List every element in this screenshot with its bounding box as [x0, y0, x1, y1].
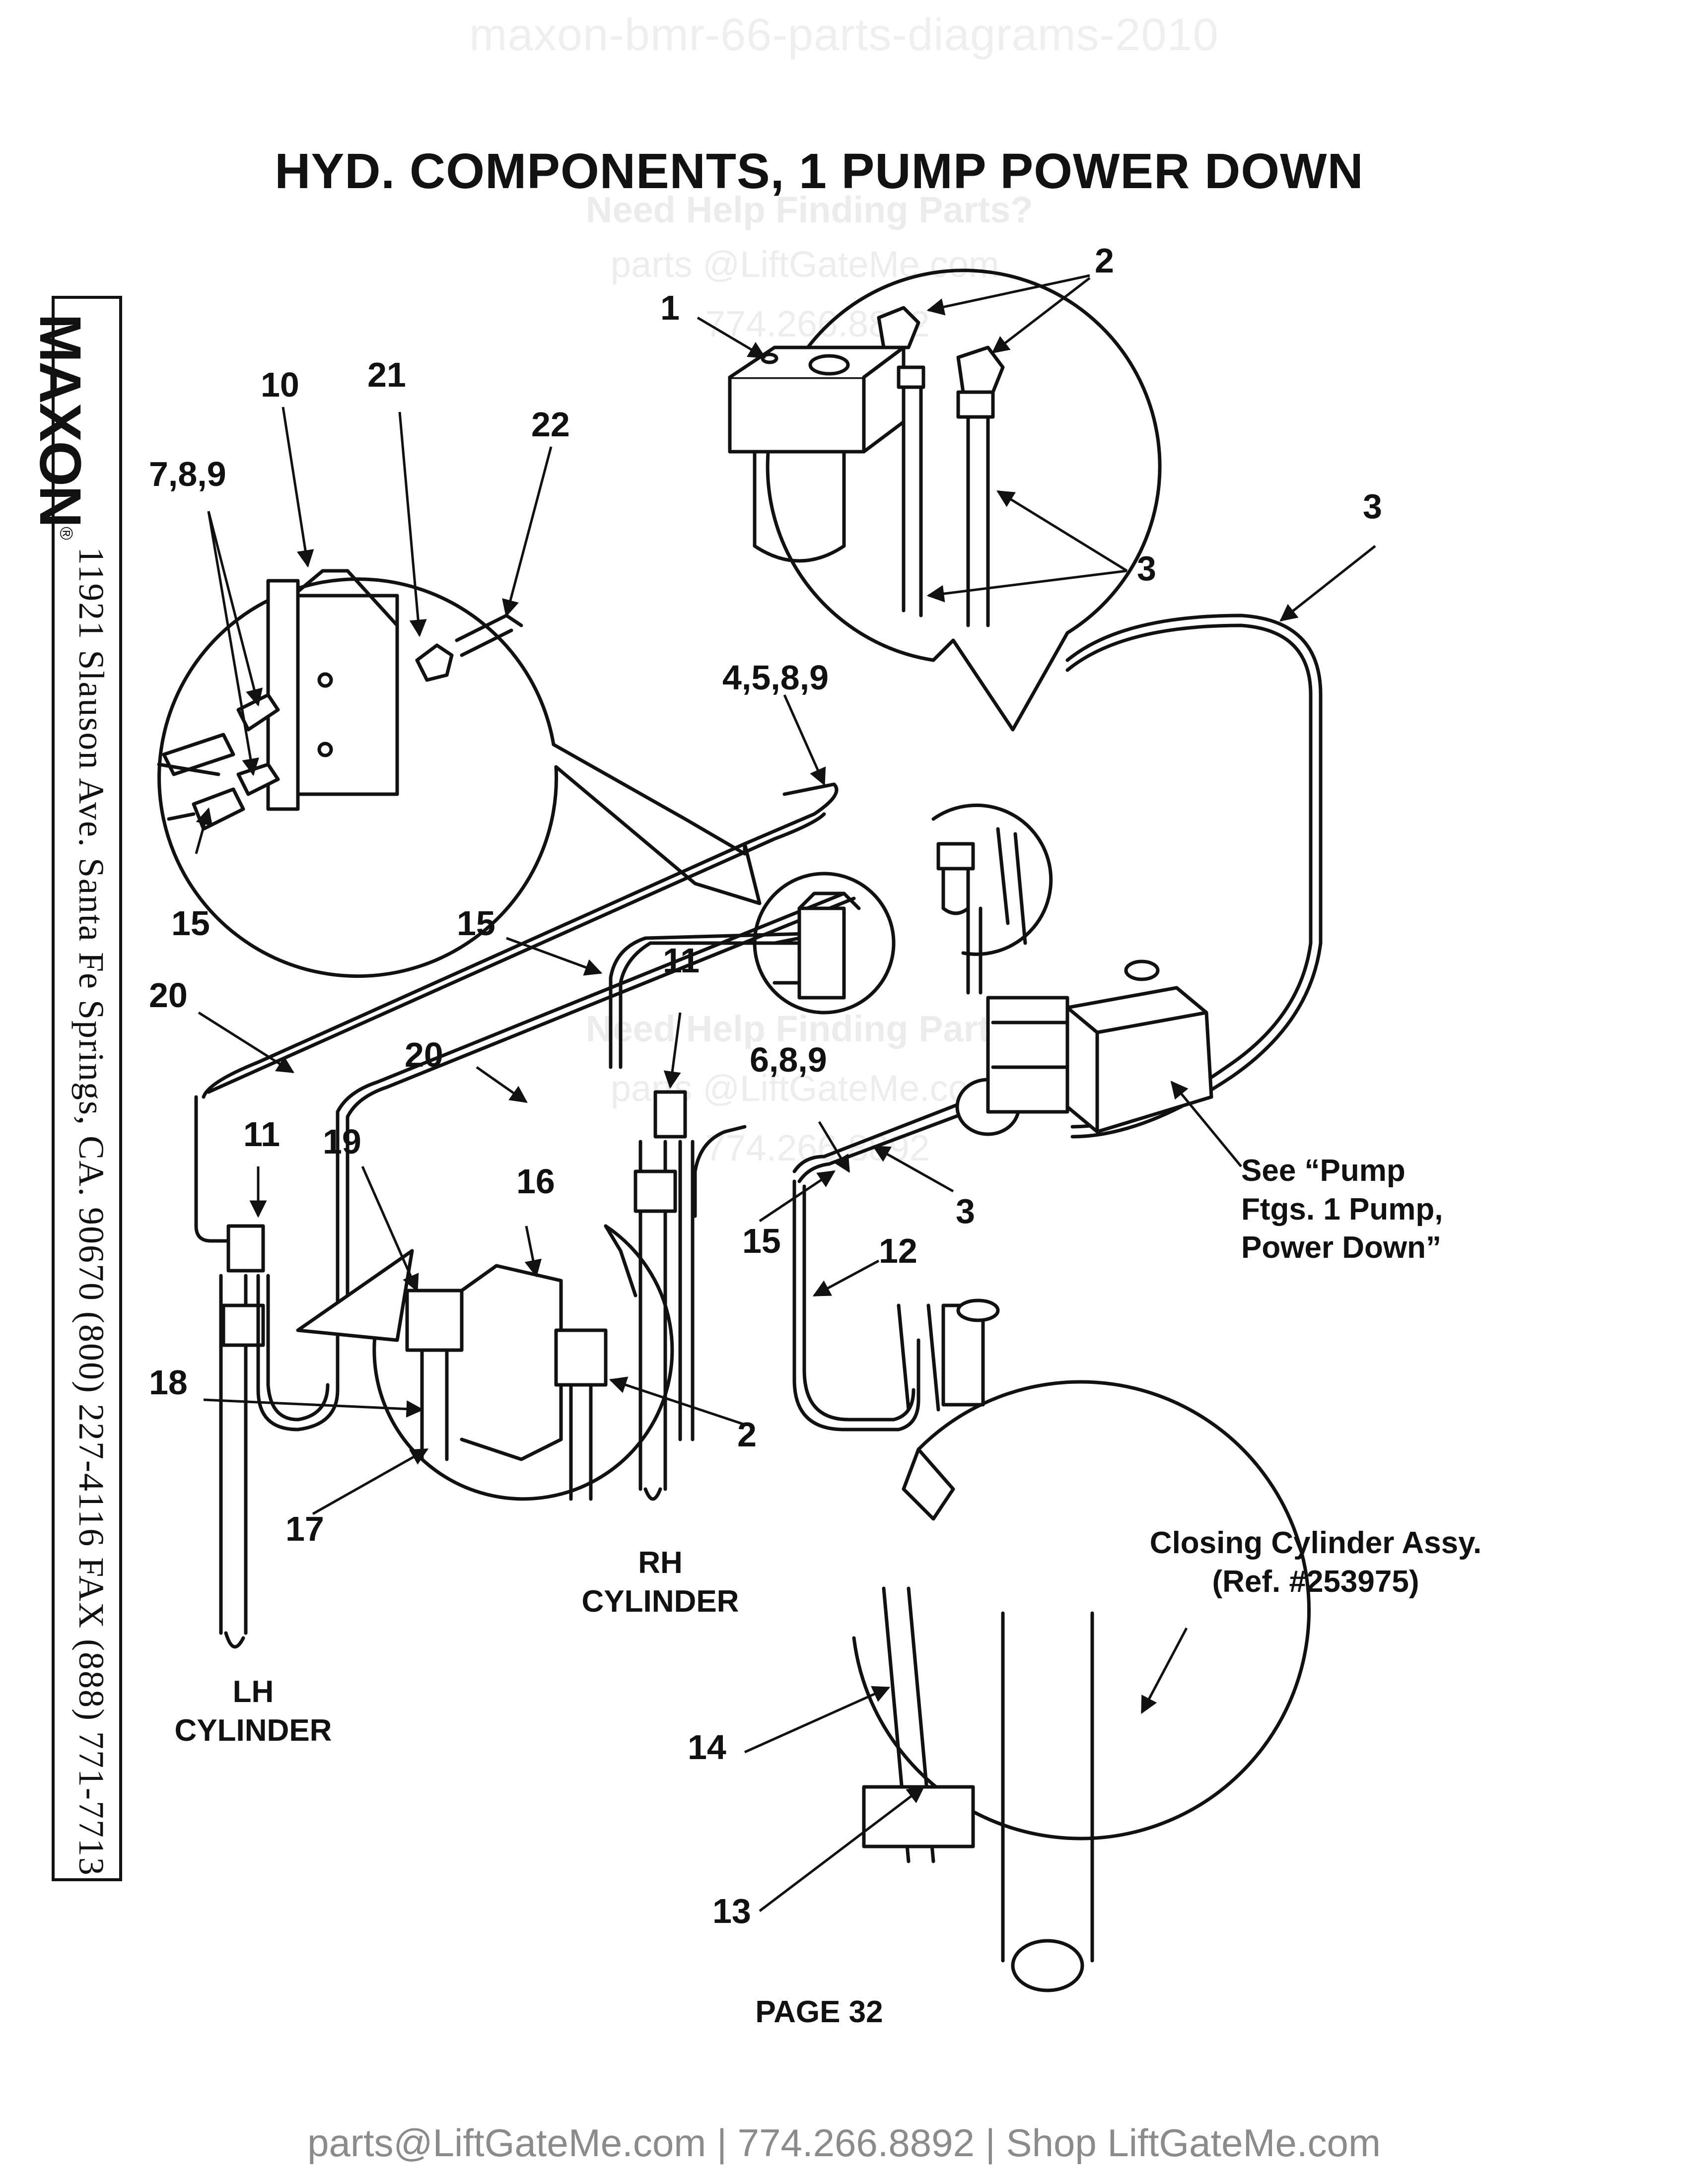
- lh-cylinder: [219, 1224, 340, 1649]
- callout-3-right: 3: [1363, 487, 1382, 526]
- callout-21: 21: [367, 355, 406, 394]
- watermark-help-email: parts @LiftGateMe.com: [611, 244, 999, 285]
- detail-circle-valve-block: [157, 569, 762, 978]
- callout-6-8-9: 6,8,9: [750, 1040, 827, 1079]
- closing-cylinder-small: [897, 1298, 1000, 1412]
- callout-10: 10: [261, 365, 299, 404]
- callout-7-8-9: 7,8,9: [149, 455, 226, 493]
- callout-3-filter: 3: [1137, 549, 1156, 588]
- callout-11-lh: 11: [243, 1115, 280, 1154]
- callout-2-top: 2: [1095, 241, 1114, 280]
- detail-circle-small-filter: [931, 803, 1053, 995]
- callout-14: 14: [688, 1728, 726, 1767]
- callout-2-bottom: 2: [737, 1415, 757, 1454]
- callout-15-right: 15: [742, 1222, 781, 1260]
- callout-4-5-8-9: 4,5,8,9: [722, 658, 829, 697]
- callout-17: 17: [285, 1509, 324, 1548]
- detail-circle-filter: [728, 269, 1162, 732]
- closing-cylinder-label: Closing Cylinder Assy.(Ref. #253975): [1149, 1526, 1482, 1599]
- sidebar-company-info: MAXON® 11921 Slauson Ave. Santa Fe Sprin…: [27, 296, 122, 1881]
- watermark-document-name: maxon-bmr-66-parts-diagrams-2010: [469, 9, 1219, 60]
- callout-22: 22: [531, 405, 570, 444]
- detail-circle-solenoid-valve: [296, 1224, 674, 1501]
- callout-15-left: 15: [171, 904, 210, 943]
- callout-20-left: 20: [149, 976, 188, 1015]
- callout-15-middle: 15: [457, 904, 495, 943]
- page-title: HYD. COMPONENTS, 1 PUMP POWER DOWN: [275, 143, 1364, 199]
- callout-18: 18: [149, 1363, 188, 1402]
- detail-circle-block-center: [753, 872, 896, 1015]
- callout-13: 13: [712, 1892, 751, 1930]
- hydraulic-tubing: [194, 614, 1323, 1432]
- rh-cylinder: [633, 1090, 695, 1501]
- callout-3-center: 3: [956, 1192, 975, 1230]
- callout-11-rh: 11: [663, 941, 700, 980]
- watermark-help-heading-2: Need Help Finding Parts?: [586, 1008, 1033, 1049]
- callout-12: 12: [879, 1231, 917, 1270]
- callout-16: 16: [516, 1162, 555, 1201]
- page-number: PAGE 32: [755, 1995, 883, 2029]
- callout-19: 19: [323, 1122, 361, 1161]
- detail-circle-closing-cylinder: [852, 1380, 1311, 1992]
- callout-20-middle: 20: [405, 1035, 443, 1074]
- callout-1: 1: [660, 288, 680, 327]
- watermark-help-heading: Need Help Finding Parts?: [586, 189, 1033, 230]
- pump-unit: [955, 959, 1213, 1136]
- watermark-help-phone-2: 774.266.8892: [705, 1127, 930, 1168]
- footer-contact: parts@LiftGateMe.com | 774.266.8892 | Sh…: [307, 2121, 1381, 2165]
